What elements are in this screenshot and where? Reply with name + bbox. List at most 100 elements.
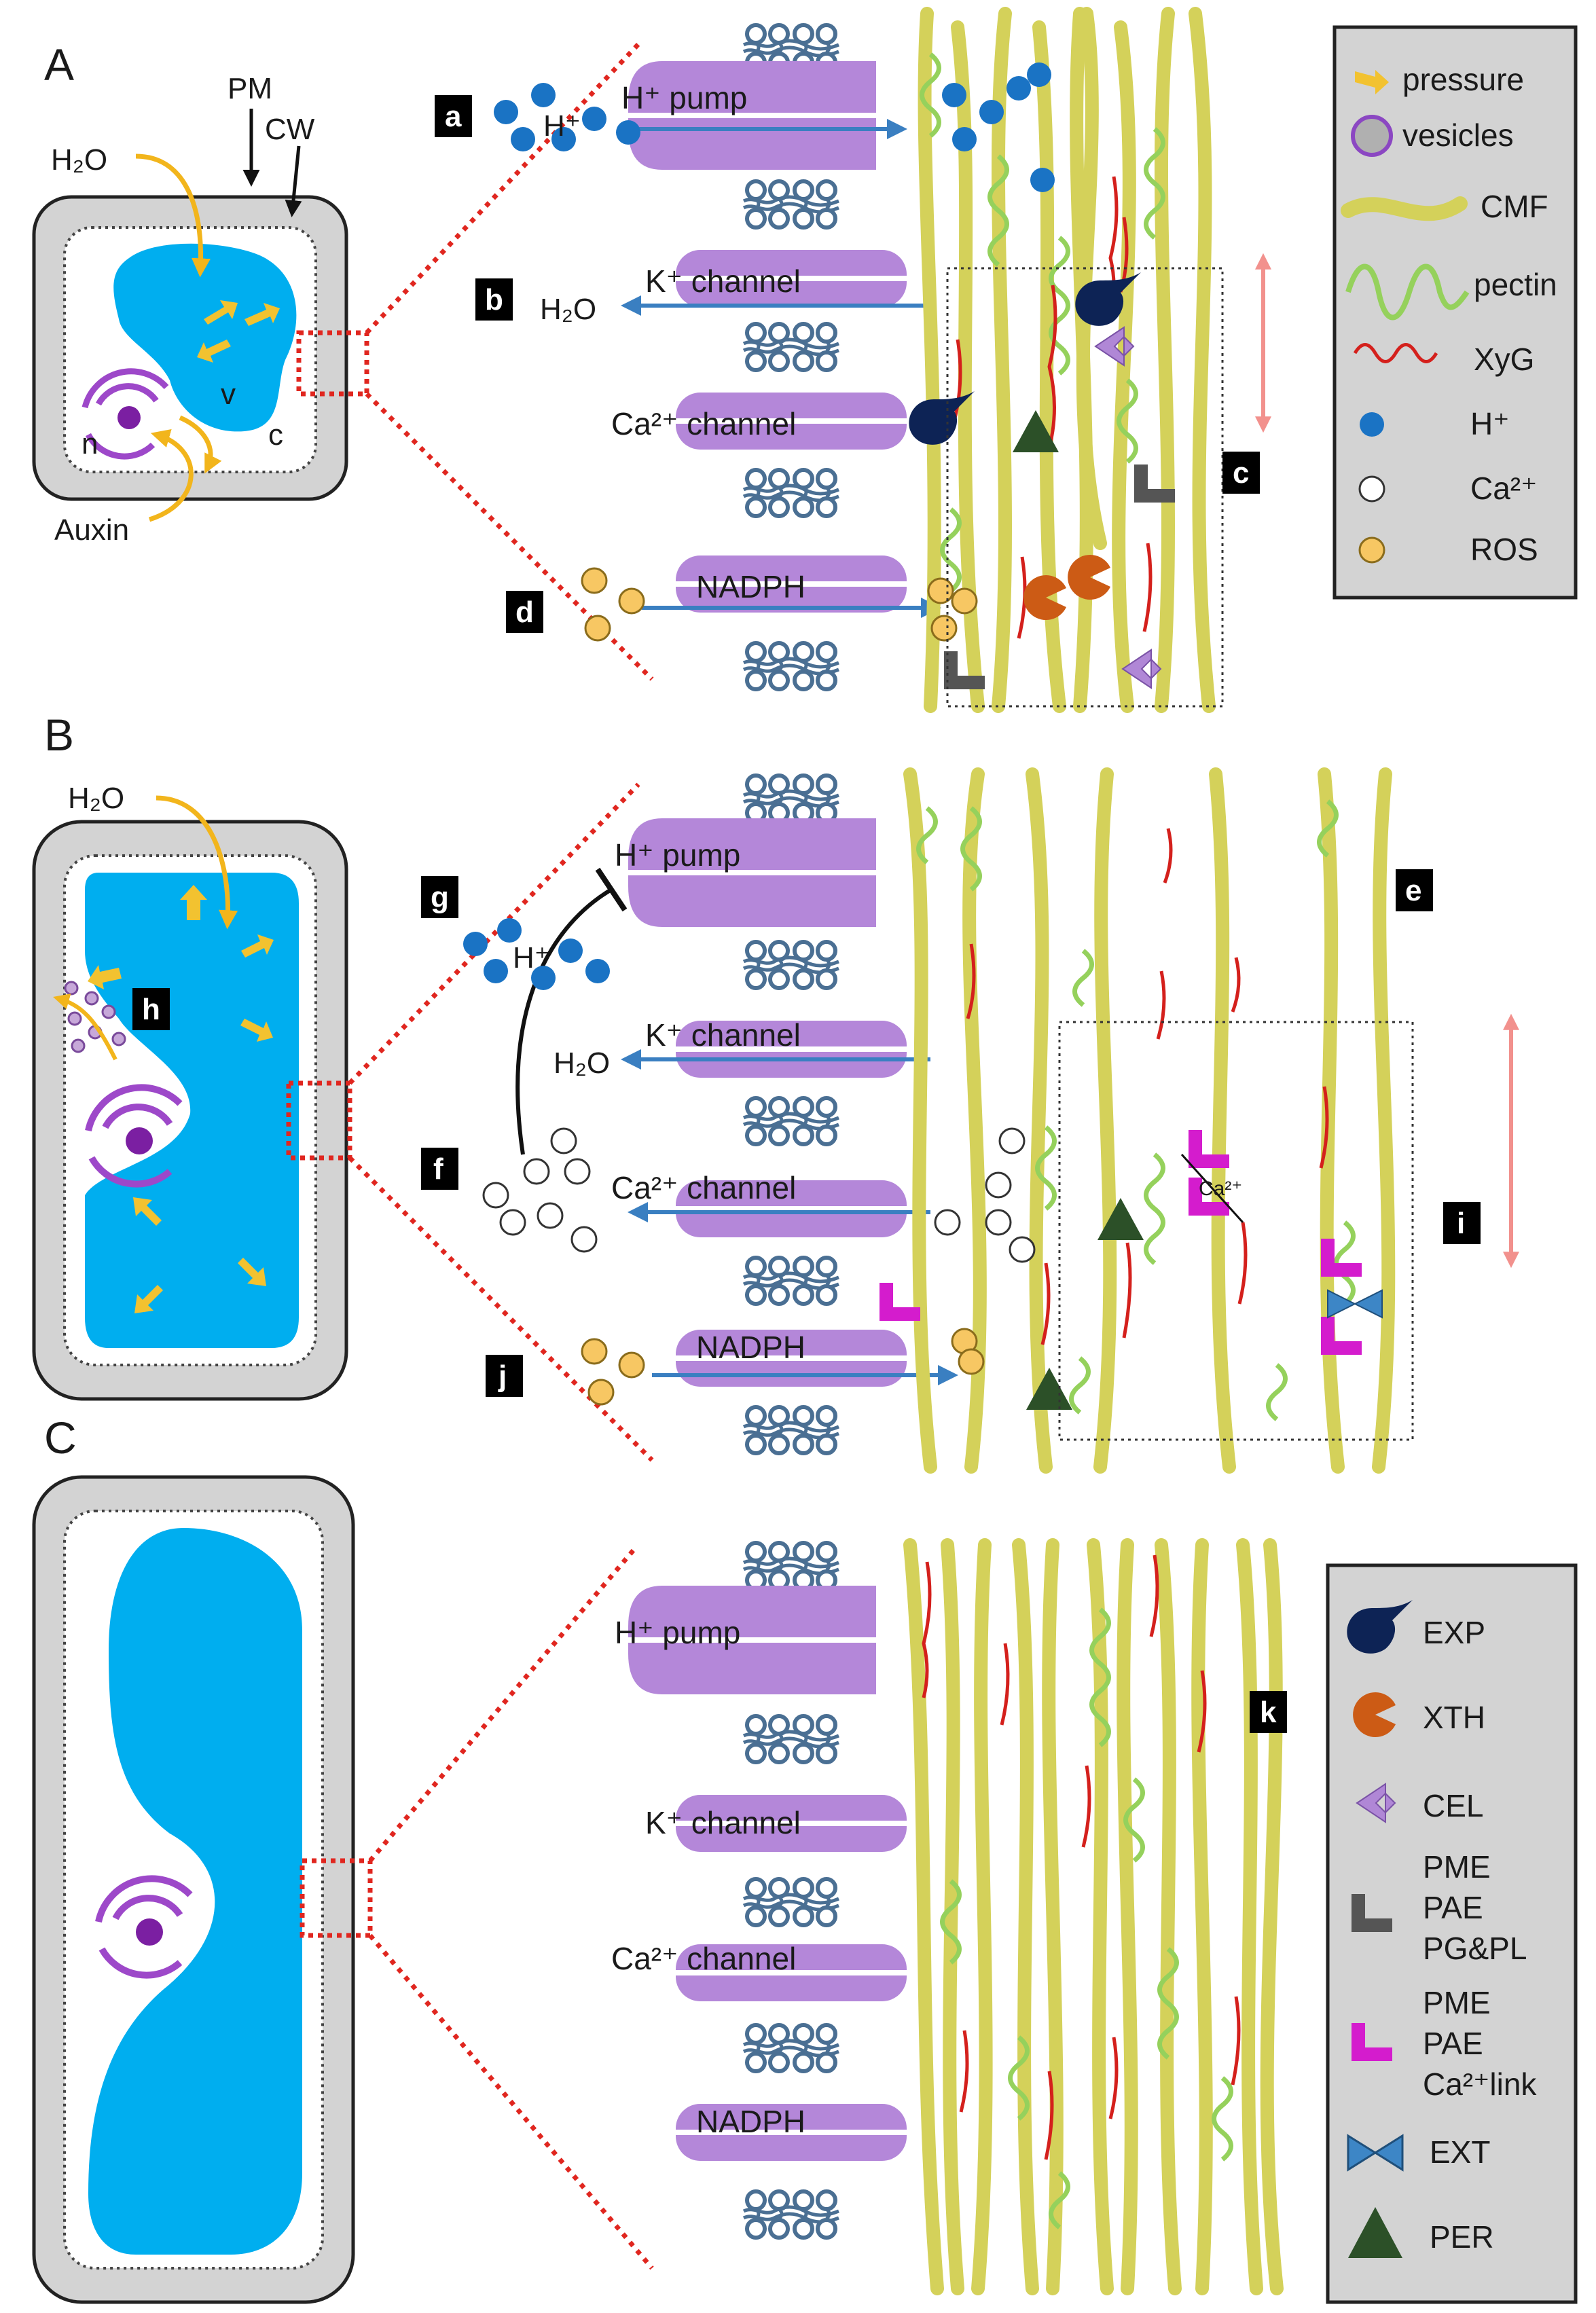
svg-text:i: i [1457,1207,1465,1240]
zoom-box-b [286,1080,352,1161]
marker-h [132,988,170,1030]
panel-b: B H₂O [32,710,1519,1474]
svg-text:b: b [485,283,503,316]
nucleus-golgi-a [81,368,169,460]
h-pump-label-c: H⁺ pump [615,1615,740,1650]
auxin-label: Auxin [54,513,129,547]
marker-d [506,591,543,633]
svg-text:j: j [498,1360,507,1393]
nucleus-golgi-c [95,1875,193,1979]
legend-top: pressure vesicles CMF pectin XyG H⁺ Ca²⁺… [1332,25,1578,600]
legend-pme-gray-1: PME [1423,1849,1491,1884]
svg-text:g: g [431,881,449,914]
ros-dot-icon [1358,536,1385,564]
svg-text:h: h [142,993,160,1026]
legend-exp: EXP [1423,1615,1485,1650]
ca-channel-label-a: Ca²⁺ channel [611,406,796,441]
xyg-line-icon [1353,343,1438,363]
protons-outside-a [494,83,640,151]
legend-proton: H⁺ [1470,406,1510,441]
panel-label-c: C [44,1413,77,1463]
legend-calcium: Ca²⁺ [1470,471,1537,506]
cell-wall-zoom-b: Ca²⁺ [879,767,1396,1474]
legend-cel: CEL [1423,1788,1483,1823]
marker-k [1250,1691,1287,1733]
legend-ext: EXT [1430,2134,1490,2170]
marker-f [421,1148,458,1190]
svg-text:a: a [445,100,462,133]
zoom-box-a [296,330,369,397]
protons-outside-b [463,918,610,990]
pressure-arrow-icon [1355,70,1389,94]
zoom-lines-c [368,1546,654,2270]
legend-xyg: XyG [1474,342,1534,377]
panel-c: C H⁺ pump K⁺ channel Ca²⁺ channel NADPH [32,1413,1287,2304]
legend-pectin: pectin [1474,267,1557,302]
proton-dot-icon [1360,412,1384,437]
zoom-box-c [300,1858,373,1938]
legend-ros: ROS [1470,532,1538,567]
marker-a [435,95,472,137]
ca-channel-label-c: Ca²⁺ channel [611,1941,796,1976]
water-arrow-b [156,795,238,930]
zoom-lines-b [348,782,654,1462]
extensin-bowtie-icon [1347,2134,1404,2172]
calcium-link-label-b: Ca²⁺ [1199,1178,1242,1200]
pressure-arrows-b [88,885,274,1313]
svg-text:e: e [1405,874,1421,907]
panel-label-b: B [44,710,74,760]
svg-text:k: k [1260,1696,1277,1729]
extensin-in-wall [1327,1289,1383,1319]
marker-g [421,876,458,918]
nucleus-golgi-b [85,1084,183,1188]
wall-region-box-b [1058,1021,1414,1441]
svg-text:c: c [1233,456,1249,490]
vacuole-label-a: v [221,378,236,411]
pump-inhibition-line [515,888,613,1155]
proton-label-a: H⁺ [543,109,581,143]
legend-per: PER [1430,2219,1494,2255]
zoom-lines-a [365,42,654,681]
wall-region-box-a [946,267,1224,708]
cmf-fiber-icon [1341,196,1468,221]
k-channel-label-a: K⁺ channel [645,263,801,299]
nadph-label-a: NADPH [696,569,805,604]
water-efflux-label-a: H₂O [540,293,596,326]
water-label-b: H₂O [68,782,124,815]
calcium-outside-b [482,1127,598,1253]
legend-vesicles: vesicles [1402,117,1514,153]
nadph-label-b: NADPH [696,1330,805,1365]
h-pump-label-a: H⁺ pump [621,80,747,115]
panel-label-a: A [44,39,74,90]
vacuole-a [113,243,297,432]
cytoplasm-label-a: c [268,418,283,452]
pectin-wave-icon [1345,263,1470,321]
pm-label: PM [228,72,272,105]
legend-pme-gray-3: PG&PL [1423,1931,1527,1966]
svg-text:d: d [515,596,534,629]
auxin-arrow [148,429,194,522]
marker-i [1443,1202,1481,1244]
water-efflux-label-b: H₂O [554,1046,610,1080]
marker-c [1222,452,1260,494]
legend-bottom: EXP XTH CEL PME PAE PG&PL PME PAE Ca²⁺li… [1326,1563,1578,2304]
panel-a: A v c n PM CW H₂O Auxin [32,7,1271,713]
legend-xth: XTH [1423,1700,1485,1735]
k-channel-label-b: K⁺ channel [645,1017,801,1053]
legend-pme-mag-3: Ca²⁺link [1423,2066,1537,2102]
ros-outside-a [581,567,645,642]
marker-j [486,1355,523,1397]
water-arrow-a [135,153,211,278]
nadph-label-c: NADPH [696,2104,805,2139]
ca-channel-label-b: Ca²⁺ channel [611,1170,796,1205]
legend-cmf: CMF [1481,189,1548,224]
marker-b [475,278,513,321]
cell-wall-zoom-c [903,1538,1284,2295]
cell-wall-zoom-a [909,7,1216,713]
water-label-a: H₂O [51,143,107,177]
nucleus-label-a: n [81,427,98,460]
proton-label-b: H⁺ [513,941,550,975]
ros-outside-b [581,1338,645,1406]
marker-e [1396,869,1433,911]
